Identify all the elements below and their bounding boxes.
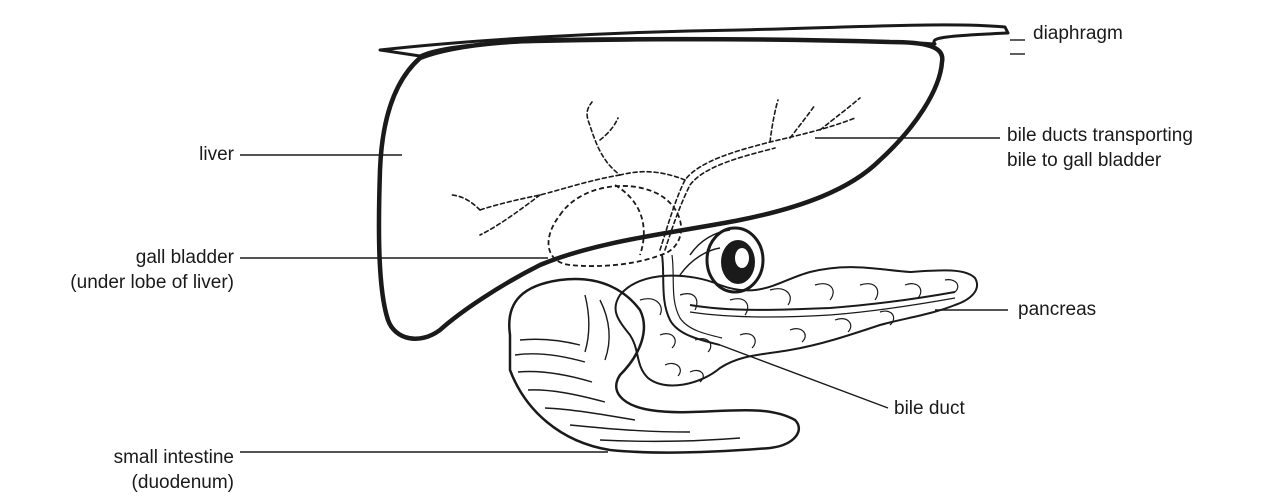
label-pancreas: pancreas [1018,297,1096,322]
pancreas-text: pancreas [1018,297,1096,322]
label-bile-duct: bile duct [894,396,965,421]
pancreas-shape [615,267,977,385]
label-bile-ducts: bile ducts transporting bile to gall bla… [1007,123,1193,173]
small-intestine-text-line2: (duodenum) [114,470,234,495]
label-liver: liver [199,142,234,167]
leader-bile-duct [720,345,888,408]
liver-text: liver [199,142,234,167]
bile-ducts-shape [450,98,860,250]
common-bile-duct-shape [662,255,722,345]
small-intestine-text-line1: small intestine [114,445,234,470]
bile-ducts-text-line2: bile to gall bladder [1007,148,1193,173]
leader-lines [240,40,1025,452]
bile-ducts-text-line1: bile ducts transporting [1007,123,1193,148]
intestine-opening [680,228,763,292]
label-small-intestine: small intestine (duodenum) [114,445,234,495]
liver-shape [379,39,942,339]
gall-bladder-text-line1: gall bladder [70,245,234,270]
label-diaphragm: diaphragm [1033,21,1123,46]
gall-bladder-text-line2: (under lobe of liver) [70,270,234,295]
diaphragm-text: diaphragm [1033,21,1123,46]
label-gall-bladder: gall bladder (under lobe of liver) [70,245,234,295]
duodenum-shape [509,279,799,453]
bile-duct-text: bile duct [894,396,965,421]
